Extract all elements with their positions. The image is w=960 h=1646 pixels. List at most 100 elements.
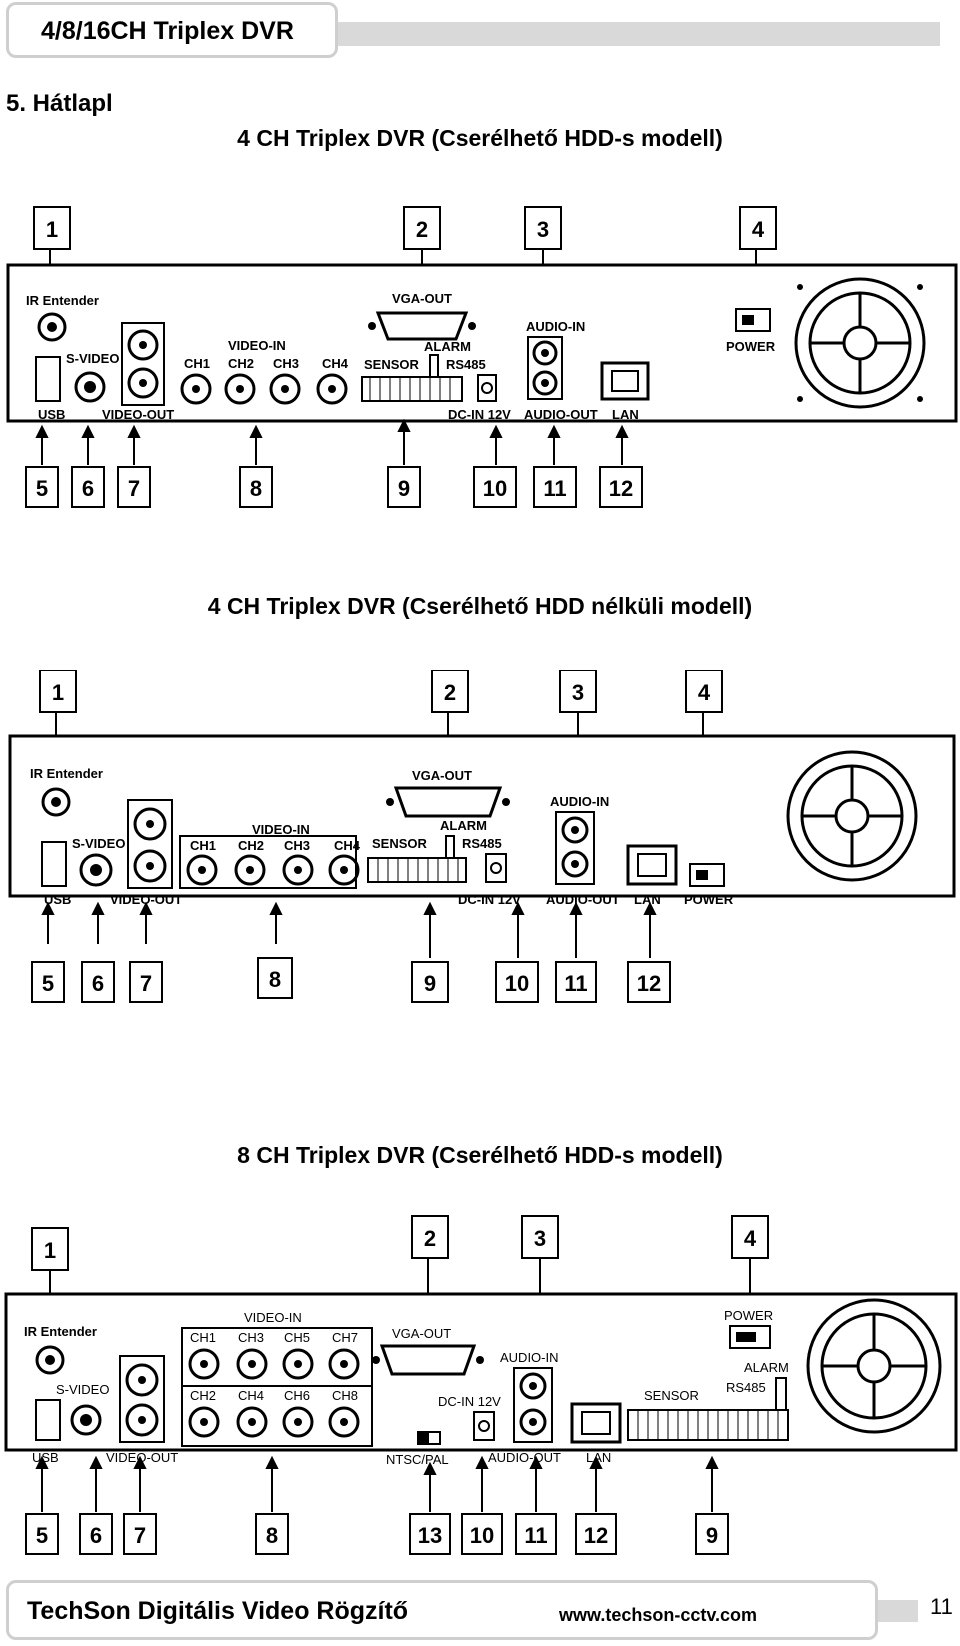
svg-text:12: 12 xyxy=(637,971,661,996)
svg-text:CH2: CH2 xyxy=(190,1388,216,1403)
section-title: 5. Hátlapl xyxy=(6,90,113,117)
svg-text:CH4: CH4 xyxy=(322,356,349,371)
svg-text:IR Entender: IR Entender xyxy=(26,293,99,308)
svg-text:AUDIO-IN: AUDIO-IN xyxy=(500,1350,559,1365)
top-number-1: 1 xyxy=(33,206,71,250)
svg-text:7: 7 xyxy=(128,476,140,501)
svg-text:SENSOR: SENSOR xyxy=(372,836,428,851)
top-numbers: 1 2 3 4 xyxy=(39,670,723,713)
svg-text:9: 9 xyxy=(424,971,436,996)
vga-port xyxy=(393,786,503,818)
svg-text:2: 2 xyxy=(424,1226,436,1251)
header-title: 4/8/16CH Triplex DVR xyxy=(41,17,294,45)
fan xyxy=(786,750,918,882)
svg-text:ALARM: ALARM xyxy=(440,818,487,833)
svg-text:CH3: CH3 xyxy=(273,356,299,371)
svg-text:6: 6 xyxy=(90,1523,102,1548)
usb-port xyxy=(35,356,61,402)
svg-text:CH5: CH5 xyxy=(284,1330,310,1345)
svg-text:DC-IN 12V: DC-IN 12V xyxy=(438,1394,501,1409)
svg-text:2: 2 xyxy=(416,217,428,242)
fan xyxy=(806,1298,942,1434)
svg-text:CH3: CH3 xyxy=(284,838,310,853)
svg-text:IR Entender: IR Entender xyxy=(30,766,103,781)
svg-text:9: 9 xyxy=(706,1523,718,1548)
audio-block xyxy=(527,336,563,400)
svg-text:LAN: LAN xyxy=(586,1450,611,1465)
svg-text:USB: USB xyxy=(32,1450,59,1465)
lan-port xyxy=(600,361,650,401)
svg-text:NTSC/PAL: NTSC/PAL xyxy=(386,1452,449,1467)
s-video-port xyxy=(70,1404,102,1436)
svg-text:RS485: RS485 xyxy=(462,836,502,851)
svg-text:3: 3 xyxy=(534,1226,546,1251)
sensor-terminal xyxy=(361,376,463,402)
footer-bar xyxy=(878,1600,918,1622)
svg-text:VGA-OUT: VGA-OUT xyxy=(392,1326,451,1341)
top-number-4: 4 xyxy=(739,206,777,250)
svg-text:CH2: CH2 xyxy=(238,838,264,853)
svg-text:RS485: RS485 xyxy=(726,1380,766,1395)
diagram-1: 1 2 3 4 IR Entender USB S-VIDEO VIDEO-OU… xyxy=(0,205,960,535)
svg-text:AUDIO-OUT: AUDIO-OUT xyxy=(546,892,620,907)
footer-tab: TechSon Digitális Video Rögzítő www.tech… xyxy=(6,1580,878,1640)
bottom-numbers: 5 6 7 8 13 10 11 12 9 xyxy=(25,1513,729,1555)
svg-text:SENSOR: SENSOR xyxy=(364,357,420,372)
footer-url[interactable]: www.techson-cctv.com xyxy=(559,1605,758,1625)
video-out-block xyxy=(127,799,173,889)
sensor-terminal xyxy=(367,857,467,883)
svg-text:CH3: CH3 xyxy=(238,1330,264,1345)
svg-text:1: 1 xyxy=(46,217,58,242)
svg-text:10: 10 xyxy=(505,971,529,996)
svg-text:3: 3 xyxy=(572,680,584,705)
header-bar xyxy=(338,22,940,46)
svg-text:CH7: CH7 xyxy=(332,1330,358,1345)
svg-text:12: 12 xyxy=(609,476,633,501)
svg-text:S-VIDEO: S-VIDEO xyxy=(56,1382,109,1397)
diagram-3: 1 2 3 4 IR Entender USB S-VIDEO VIDEO-OU… xyxy=(0,1210,960,1560)
svg-text:CH4: CH4 xyxy=(334,838,361,853)
vga-port xyxy=(375,311,469,341)
vga-port xyxy=(379,1344,477,1376)
usb-port xyxy=(41,841,67,887)
svg-text:ALARM: ALARM xyxy=(744,1360,789,1375)
svg-text:VIDEO-OUT: VIDEO-OUT xyxy=(102,407,174,422)
svg-text:SENSOR: SENSOR xyxy=(644,1388,699,1403)
ir-extender-jack xyxy=(37,312,67,342)
svg-text:11: 11 xyxy=(543,476,566,501)
svg-text:4: 4 xyxy=(744,1226,757,1251)
svg-text:CH1: CH1 xyxy=(190,1330,216,1345)
svg-text:IR Entender: IR Entender xyxy=(24,1324,97,1339)
dc-in-jack xyxy=(477,374,497,402)
svg-text:VIDEO-OUT: VIDEO-OUT xyxy=(106,1450,178,1465)
top-number-2: 2 xyxy=(403,206,441,250)
svg-text:4: 4 xyxy=(698,680,711,705)
svg-text:AUDIO-IN: AUDIO-IN xyxy=(526,319,585,334)
svg-text:1: 1 xyxy=(52,680,64,705)
svg-text:POWER: POWER xyxy=(726,339,776,354)
svg-text:6: 6 xyxy=(92,971,104,996)
audio-block xyxy=(555,811,595,885)
lan-port xyxy=(626,844,678,886)
dc-in-jack xyxy=(485,853,507,883)
svg-text:9: 9 xyxy=(398,476,410,501)
svg-text:CH1: CH1 xyxy=(184,356,210,371)
svg-text:CH1: CH1 xyxy=(190,838,216,853)
diagram-3-title: 8 CH Triplex DVR (Cserélhető HDD-s model… xyxy=(237,1142,723,1168)
bottom-numbers: 5 6 7 8 9 10 11 12 xyxy=(31,957,671,1003)
bottom-numbers: 5 6 7 8 9 10 11 12 xyxy=(25,466,643,508)
svg-text:AUDIO-IN: AUDIO-IN xyxy=(550,794,609,809)
svg-text:AUDIO-OUT: AUDIO-OUT xyxy=(488,1450,561,1465)
svg-text:RS485: RS485 xyxy=(446,357,486,372)
svg-text:POWER: POWER xyxy=(724,1308,773,1323)
svg-text:CH4: CH4 xyxy=(238,1388,264,1403)
svg-text:4: 4 xyxy=(752,217,765,242)
svg-text:POWER: POWER xyxy=(684,892,734,907)
diagram-2-title: 4 CH Triplex DVR (Cserélhető HDD nélküli… xyxy=(207,593,753,619)
svg-text:CH6: CH6 xyxy=(284,1388,310,1403)
bottom-arrows xyxy=(35,418,629,465)
svg-text:8: 8 xyxy=(250,476,262,501)
svg-text:8: 8 xyxy=(266,1523,278,1548)
svg-text:7: 7 xyxy=(134,1523,146,1548)
svg-text:11: 11 xyxy=(564,971,587,996)
